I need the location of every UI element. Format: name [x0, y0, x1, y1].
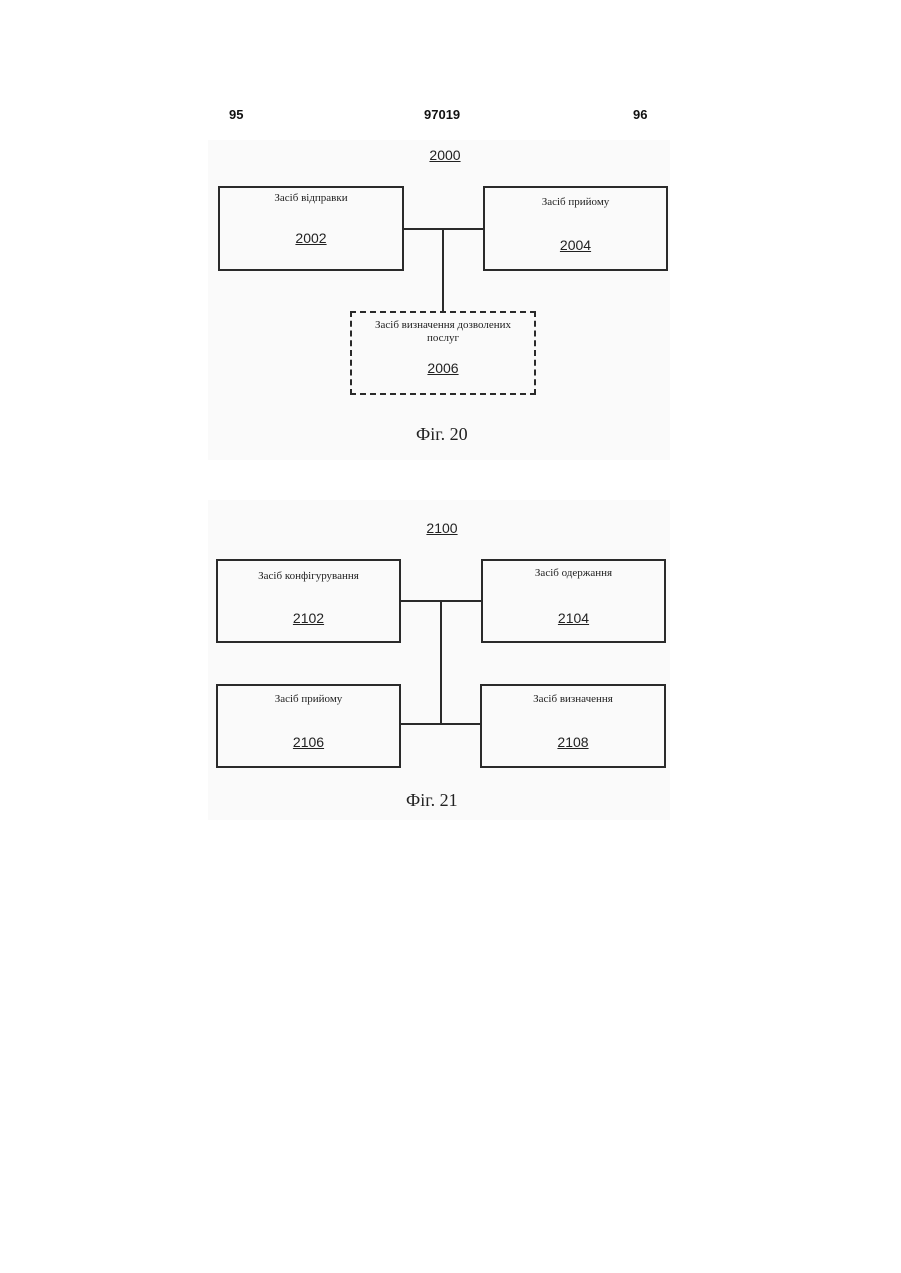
connector-line-vertical — [442, 229, 444, 311]
figure-20-caption: Фіг. 20 — [416, 424, 468, 445]
figure-21-background — [208, 500, 670, 820]
right-page-number: 96 — [633, 107, 647, 122]
box-reference: 2106 — [218, 734, 399, 750]
patent-number: 97019 — [424, 107, 460, 122]
allowed-services-means-box: Засіб визначення дозволених послуг 2006 — [350, 311, 536, 395]
sending-means-box: Засіб відправки 2002 — [218, 186, 404, 271]
box-label: Засіб визначення дозволених послуг — [374, 319, 512, 345]
box-reference: 2004 — [485, 237, 666, 253]
box-label: Засіб конфігурування — [218, 570, 399, 583]
determining-means-box: Засіб визначення 2108 — [480, 684, 666, 768]
receiving-means-box: Засіб прийому 2004 — [483, 186, 668, 271]
figure-21-caption: Фіг. 21 — [406, 790, 458, 811]
diagram-number-2000: 2000 — [410, 147, 480, 163]
box-label: Засіб визначення — [482, 693, 664, 706]
box-reference: 2006 — [352, 360, 534, 376]
box-reference: 2104 — [483, 610, 664, 626]
diagram-number-2100: 2100 — [407, 520, 477, 536]
box-reference: 2002 — [220, 230, 402, 246]
left-page-number: 95 — [229, 107, 243, 122]
receiving-means-box: Засіб прийому 2106 — [216, 684, 401, 768]
obtaining-means-box: Засіб одержання 2104 — [481, 559, 666, 643]
box-label: Засіб відправки — [220, 192, 402, 205]
box-reference: 2108 — [482, 734, 664, 750]
box-reference: 2102 — [218, 610, 399, 626]
box-label: Засіб одержання — [483, 567, 664, 580]
connector-line-vertical — [440, 601, 442, 724]
configuring-means-box: Засіб конфігурування 2102 — [216, 559, 401, 643]
box-label: Засіб прийому — [485, 196, 666, 209]
box-label: Засіб прийому — [218, 693, 399, 706]
